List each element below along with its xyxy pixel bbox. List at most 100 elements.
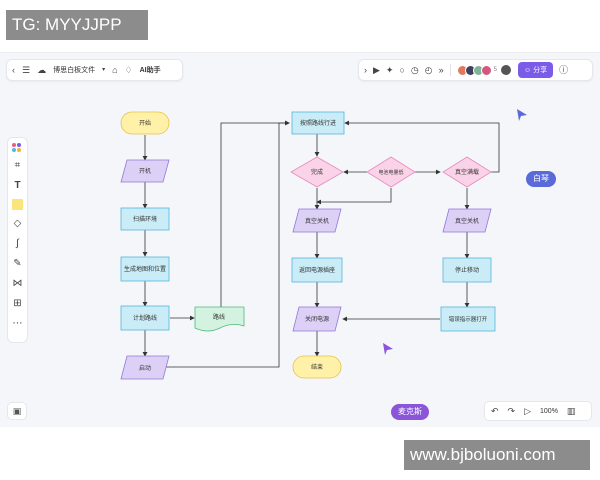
flowchart-canvas: 开始 开机 扫描环境 生成地图和位置 计划路线 路线 启动 按照路线行进 — [120, 109, 527, 380]
node-label: 真空关机 — [455, 217, 479, 225]
io-power-on[interactable]: 开机 — [120, 159, 170, 183]
process-stop-moving[interactable]: 停止移动 — [442, 257, 492, 283]
io-vacuum-off-left[interactable]: 真空关机 — [292, 208, 342, 233]
help-icon[interactable]: ⓘ — [559, 64, 569, 75]
process-error-light[interactable]: 错误指示器打开 — [440, 306, 496, 332]
node-label: 关闭电源 — [305, 315, 329, 323]
comment-icon[interactable]: ○ — [399, 64, 405, 75]
process-return-dock[interactable]: 返回电源插座 — [291, 257, 343, 283]
more-tools-icon[interactable]: ⋯ — [12, 318, 23, 329]
undo-icon[interactable]: ↶ — [491, 405, 499, 416]
io-power-off[interactable]: 关闭电源 — [292, 306, 342, 332]
mindmap-icon[interactable]: ⋈ — [12, 278, 23, 289]
connector — [164, 120, 290, 368]
process-shape — [291, 111, 345, 135]
magic-icon[interactable]: ✦ — [385, 64, 394, 75]
redo-icon[interactable]: ↷ — [507, 405, 516, 416]
node-label: 结束 — [311, 363, 323, 371]
zoom-level[interactable]: 100% — [540, 407, 558, 415]
more-down-icon[interactable]: » — [438, 64, 444, 75]
node-label: 返回电源插座 — [299, 266, 335, 274]
connector — [316, 188, 392, 205]
process-scan-env[interactable]: 扫描环境 — [120, 207, 170, 231]
collaborator-avatars[interactable]: 5 — [456, 64, 497, 76]
watermark-top-left: TG: MYYJJPP — [6, 10, 148, 40]
decision-done[interactable]: 完成 — [290, 156, 344, 188]
node-label: 停止移动 — [455, 266, 479, 274]
terminal-shape — [292, 355, 342, 379]
decision-shape — [290, 156, 344, 188]
io-shape — [120, 355, 170, 380]
process-follow-route[interactable]: 按照路线行进 — [291, 111, 345, 135]
frame-icon[interactable]: ⌗ — [14, 160, 21, 171]
io-vacuum-off-right[interactable]: 真空关机 — [442, 208, 492, 233]
document-shape — [194, 306, 245, 332]
bottom-right-controls: ↶ ↷ ▷ 100% ▥ — [484, 401, 592, 421]
minimap-button[interactable]: ▣ — [7, 402, 27, 420]
io-shape — [292, 306, 342, 332]
process-plan-route[interactable]: 计划路线 — [120, 305, 170, 331]
io-launch[interactable]: 启动 — [120, 355, 170, 380]
collapse-icon[interactable]: › — [364, 64, 367, 75]
terminal-end[interactable]: 结束 — [292, 355, 342, 379]
templates-icon[interactable] — [11, 143, 24, 152]
share-label: 分享 — [533, 67, 548, 74]
back-chevron-icon[interactable]: ‹ — [12, 64, 15, 75]
watermark-bottom-right: www.bjboluoni.com — [404, 440, 590, 470]
node-label: 按照路线行进 — [300, 119, 336, 127]
map-icon[interactable]: ▥ — [566, 405, 576, 416]
io-shape — [120, 159, 170, 183]
play-icon[interactable]: ▶ — [373, 64, 380, 75]
cloud-icon: ☁ — [37, 64, 47, 75]
cursor-pointer-icon — [517, 109, 527, 121]
node-label: 计划路线 — [133, 314, 157, 322]
node-label: 路线 — [213, 313, 225, 321]
process-build-map[interactable]: 生成地图和位置 — [120, 256, 170, 282]
divider — [449, 64, 451, 76]
node-label: 生成地图和位置 — [124, 265, 166, 273]
cursor-pointer-icon — [383, 343, 393, 355]
connector-icon[interactable]: ∫ — [16, 238, 19, 249]
tag-icon[interactable]: ⌂ — [112, 64, 118, 75]
process-shape — [291, 257, 343, 283]
upload-icon[interactable]: ⊞ — [13, 298, 22, 309]
shape-icon[interactable]: ◇ — [13, 218, 22, 229]
timer-icon[interactable]: ◴ — [424, 64, 433, 75]
collaborator-label-2: 麦克斯 — [391, 404, 429, 420]
document-name[interactable]: 博思白板文件 — [53, 67, 96, 74]
text-icon[interactable]: T — [14, 180, 21, 191]
node-label: 启动 — [139, 364, 151, 372]
process-shape — [120, 305, 170, 331]
current-user-avatar[interactable] — [499, 64, 512, 76]
avatar-count: 5 — [493, 67, 497, 73]
node-label: 错误指示器打开 — [449, 315, 488, 323]
process-shape — [120, 207, 170, 231]
top-right-toolbar: › ▶ ✦ ○ ◷ ◴ » 5 ☺ 分享 ⓘ — [358, 59, 593, 81]
chevron-down-icon[interactable]: ▾ — [102, 67, 106, 73]
history-icon[interactable]: ◷ — [410, 64, 419, 75]
document-route[interactable]: 路线 — [194, 306, 245, 332]
terminal-shape — [120, 111, 170, 135]
pen-icon[interactable]: ✎ — [13, 258, 22, 269]
terminal-start[interactable]: 开始 — [120, 111, 170, 135]
left-tool-palette: ⌗ T ◇ ∫ ✎ ⋈ ⊞ ⋯ — [7, 137, 28, 343]
node-label: 真空关机 — [305, 217, 329, 225]
ai-assistant-button[interactable]: AI助手 — [139, 67, 161, 74]
io-shape — [442, 208, 492, 233]
menu-icon[interactable]: ☰ — [22, 64, 31, 75]
pointer-icon[interactable]: ▷ — [524, 405, 532, 416]
process-shape — [442, 257, 492, 283]
decision-battery-low[interactable]: 电池电量低 — [366, 156, 416, 188]
sticky-note-icon[interactable] — [12, 199, 23, 210]
io-shape — [292, 208, 342, 233]
minimap-icon: ▣ — [12, 405, 22, 416]
node-label: 开机 — [139, 167, 151, 175]
top-left-toolbar: ‹ ☰ ☁ 博思白板文件 ▾ ⌂ ♢ AI助手 — [6, 59, 183, 81]
avatar — [480, 64, 492, 76]
node-label: 电池电量低 — [378, 169, 403, 176]
decision-shape — [366, 156, 416, 188]
share-button[interactable]: ☺ 分享 — [517, 62, 554, 78]
decision-vacuum-full[interactable]: 真空满载 — [442, 156, 492, 188]
bell-icon[interactable]: ♢ — [124, 64, 133, 75]
node-label: 真空满载 — [455, 168, 479, 176]
